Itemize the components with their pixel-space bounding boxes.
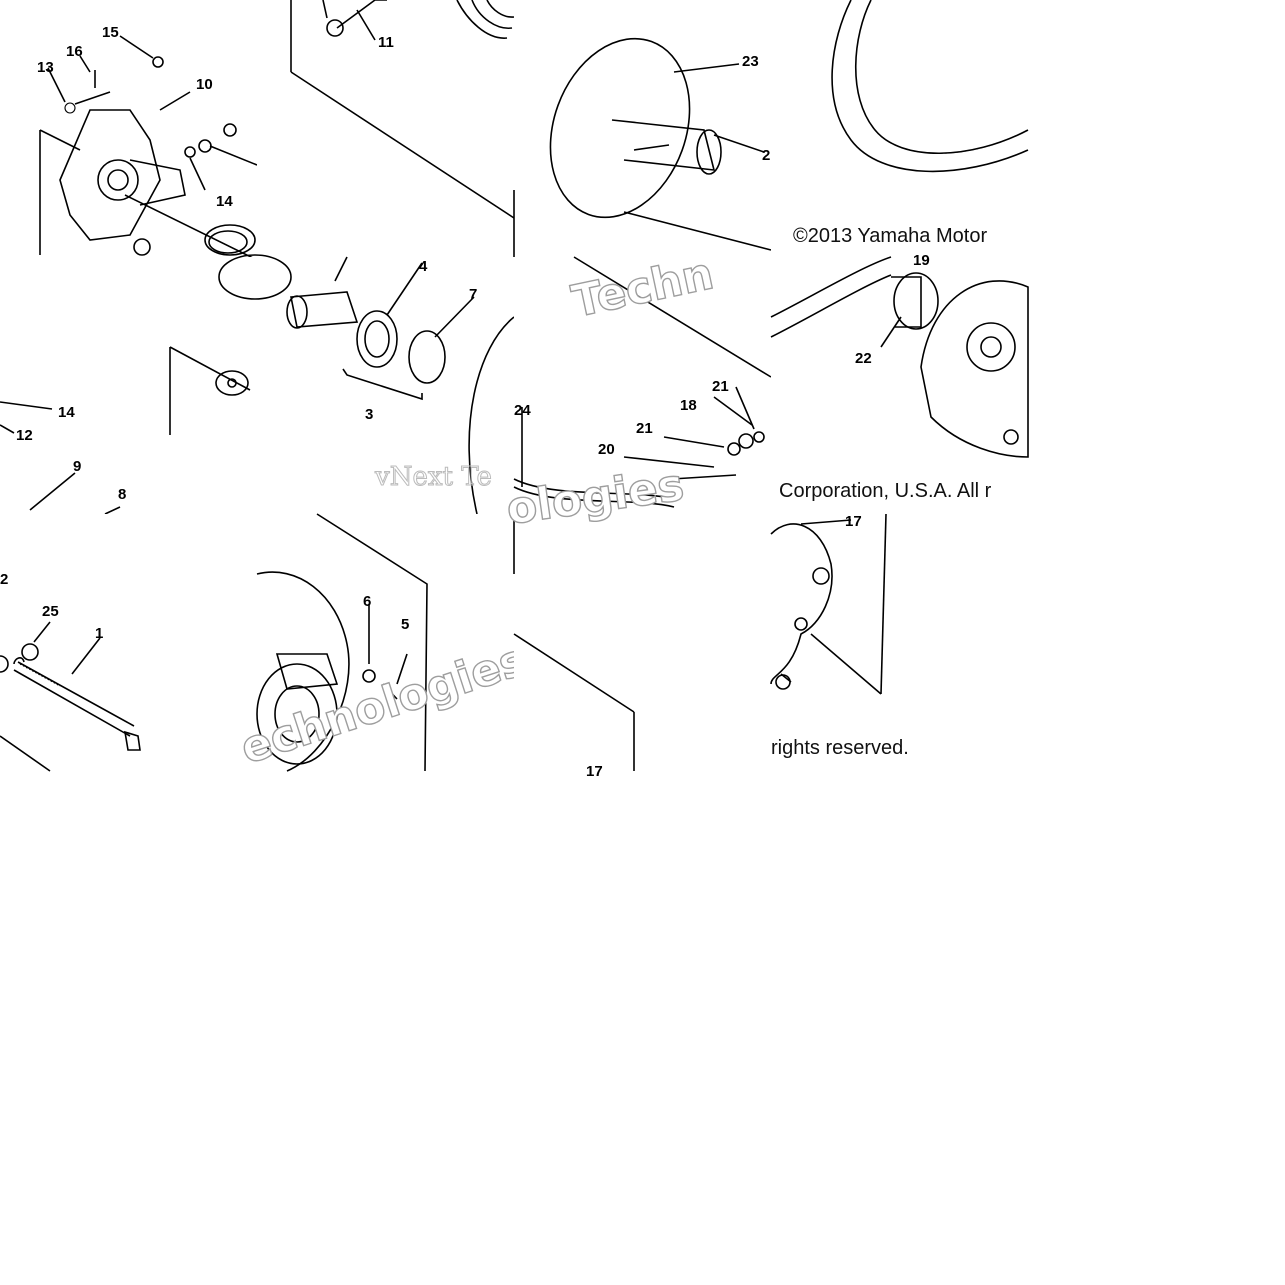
spacers-drawing: 4 7 3 vNext Te	[215, 254, 515, 515]
callout-3: 3	[365, 406, 373, 423]
housing-bracket-drawing: 15 16 13 10 14	[37, 24, 258, 261]
tile-long-bolt: 2 25 1	[0, 514, 257, 772]
sheave-face-drawing: 6 5 echnologies	[234, 513, 533, 775]
watermark-technologies: echnologies	[235, 634, 533, 774]
tile-housing-bracket: 15 16 13 10 14	[0, 0, 258, 261]
tile-spacers: 4 7 3 vNext Te	[215, 254, 515, 515]
tile-sheave-face: 6 5 echnologies	[234, 513, 533, 775]
long-bolt-drawing: 2 25 1	[0, 571, 141, 772]
callout-14-b: 14	[58, 404, 75, 421]
callout-25: 25	[42, 603, 59, 620]
watermark-techn: Techn	[568, 248, 718, 328]
copyright-line-2: Corporation, U.S.A. All r	[779, 480, 992, 502]
sheave-drawing: 23 2	[513, 37, 772, 257]
callout-13: 13	[37, 59, 54, 76]
callout-10: 10	[196, 76, 213, 93]
callout-12: 12	[16, 427, 33, 444]
callout-5: 5	[401, 616, 409, 633]
spring-bolt-drawing: 11	[290, 0, 515, 219]
copyright-line-3: rights reserved.	[771, 737, 909, 759]
tile-part-17: 17 rights reserved.	[770, 513, 1028, 771]
callout-16: 16	[66, 43, 83, 60]
part-17-drawing: 17 rights reserved.	[770, 513, 909, 759]
watermark-vnext: vNext Te	[374, 462, 492, 492]
callout-23: 23	[742, 53, 759, 70]
callout-21-b: 21	[712, 378, 729, 395]
tile-spring-bolt: 11	[257, 0, 515, 257]
callout-1: 1	[95, 625, 103, 642]
callout-4: 4	[419, 258, 428, 275]
bushing-housing-drawing: 19 22 Corporation, U.S.A. All r	[770, 252, 1029, 502]
callout-15: 15	[102, 24, 119, 41]
callout-19: 19	[913, 252, 930, 269]
callout-2: 2	[0, 571, 8, 588]
callout-9: 9	[73, 458, 81, 475]
frame-lines-drawing: ologies 17	[503, 459, 688, 780]
callout-7: 7	[469, 286, 477, 303]
tile-drive-belt: ©2013 Yamaha Motor	[771, 0, 1029, 257]
left-callouts-drawing: 14 12 9 8	[0, 346, 251, 515]
callout-17-partial: 17	[586, 763, 603, 780]
tile-callouts-left: 14 12 9 8	[0, 257, 257, 515]
callout-18: 18	[680, 397, 697, 414]
drive-belt-drawing: ©2013 Yamaha Motor	[793, 0, 1029, 247]
tile-sheave: 23 2	[513, 0, 772, 257]
callout-22: 22	[855, 350, 872, 367]
tile-pins: 24 20 21 18 21 Techn	[513, 247, 772, 514]
copyright-line-1: ©2013 Yamaha Motor	[793, 225, 987, 247]
callout-2-partial: 2	[762, 147, 770, 164]
callout-11: 11	[378, 34, 394, 51]
pins-drawing: 24 20 21 18 21 Techn	[513, 247, 772, 508]
callout-14: 14	[216, 193, 233, 210]
callout-20: 20	[598, 441, 615, 458]
tile-frame-lines: ologies 17	[503, 459, 771, 780]
callout-21: 21	[636, 420, 653, 437]
callout-17: 17	[845, 513, 862, 530]
callout-6: 6	[363, 593, 371, 610]
tile-bushing-housing: 19 22 Corporation, U.S.A. All r	[770, 252, 1029, 514]
callout-24: 24	[514, 402, 531, 419]
callout-8: 8	[118, 486, 126, 503]
